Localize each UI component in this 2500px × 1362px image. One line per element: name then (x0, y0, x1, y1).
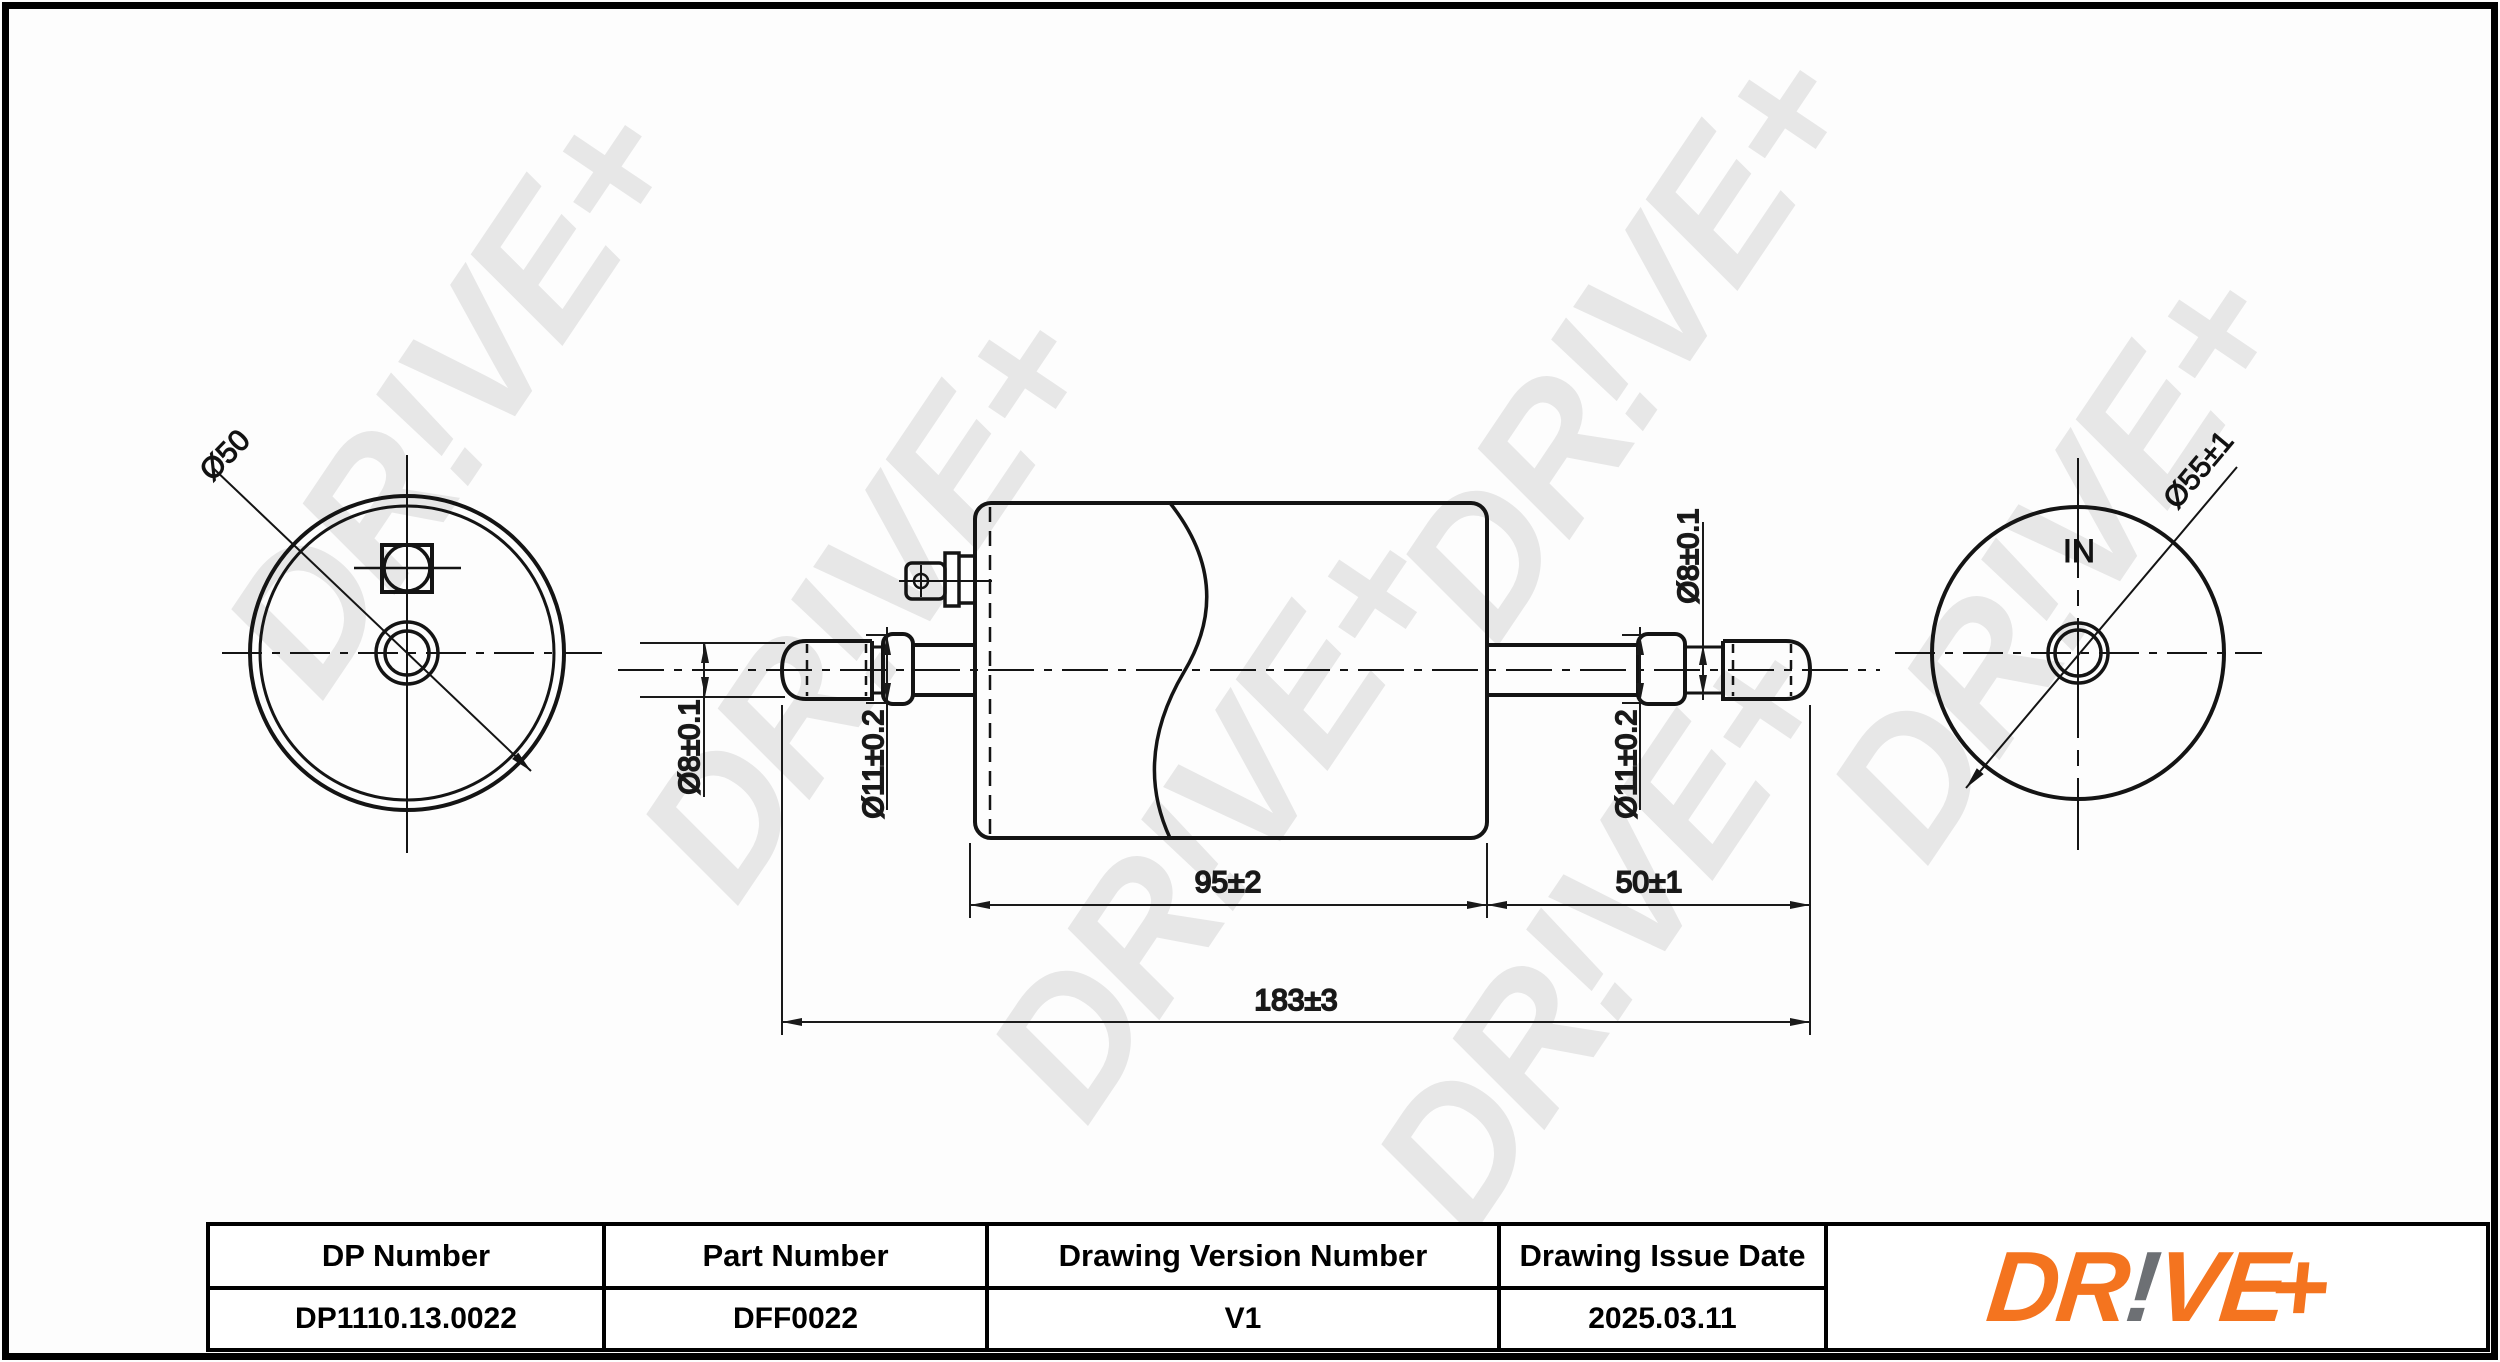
mounting-clip (899, 551, 992, 608)
part-number-value: DFF0022 (606, 1290, 989, 1348)
overall-length-label: 183±3 (1254, 984, 1337, 1017)
dimensions: Ø8±0.1 Ø11±0.2 Ø8±0.1 Ø11±0.2 (640, 508, 1811, 1035)
drawing-version-header: Drawing Version Number (989, 1226, 1501, 1290)
flow-direction-label: IN (2063, 533, 2095, 569)
title-block: DP Number Part Number Drawing Version Nu… (206, 1222, 2490, 1352)
logo-plus-icon: + (2264, 1231, 2332, 1343)
side-view (618, 501, 1880, 840)
part-number-header: Part Number (606, 1226, 989, 1290)
left-tube-diameter-label: Ø8±0.1 (674, 700, 706, 795)
left-diameter-label: Ø50 (194, 424, 257, 488)
right-diameter-label: Ø55±1 (2157, 425, 2240, 515)
dp-number-value: DP1110.13.0022 (210, 1290, 606, 1348)
right-tube-diameter-label: Ø8±0.1 (1673, 509, 1705, 604)
issue-date-header: Drawing Issue Date (1501, 1226, 1828, 1290)
logo-text-dr: DR (1982, 1231, 2133, 1343)
right-end-view: Ø55±1 IN (1895, 424, 2262, 850)
body-length-label: 95±2 (1195, 866, 1262, 899)
left-collar-diameter-label: Ø11±0.2 (858, 710, 890, 819)
outlet-length-label: 50±1 (1616, 866, 1683, 899)
right-collar-diameter-label: Ø11±0.2 (1611, 710, 1643, 819)
logo-cell: DR!VE+ (1828, 1226, 2486, 1348)
issue-date-value: 2025.03.11 (1501, 1290, 1828, 1348)
drawing-version-value: V1 (989, 1290, 1501, 1348)
left-end-view: Ø50 (193, 423, 610, 853)
dp-number-header: DP Number (210, 1226, 606, 1290)
drive-plus-logo: DR!VE+ (1982, 1231, 2331, 1343)
